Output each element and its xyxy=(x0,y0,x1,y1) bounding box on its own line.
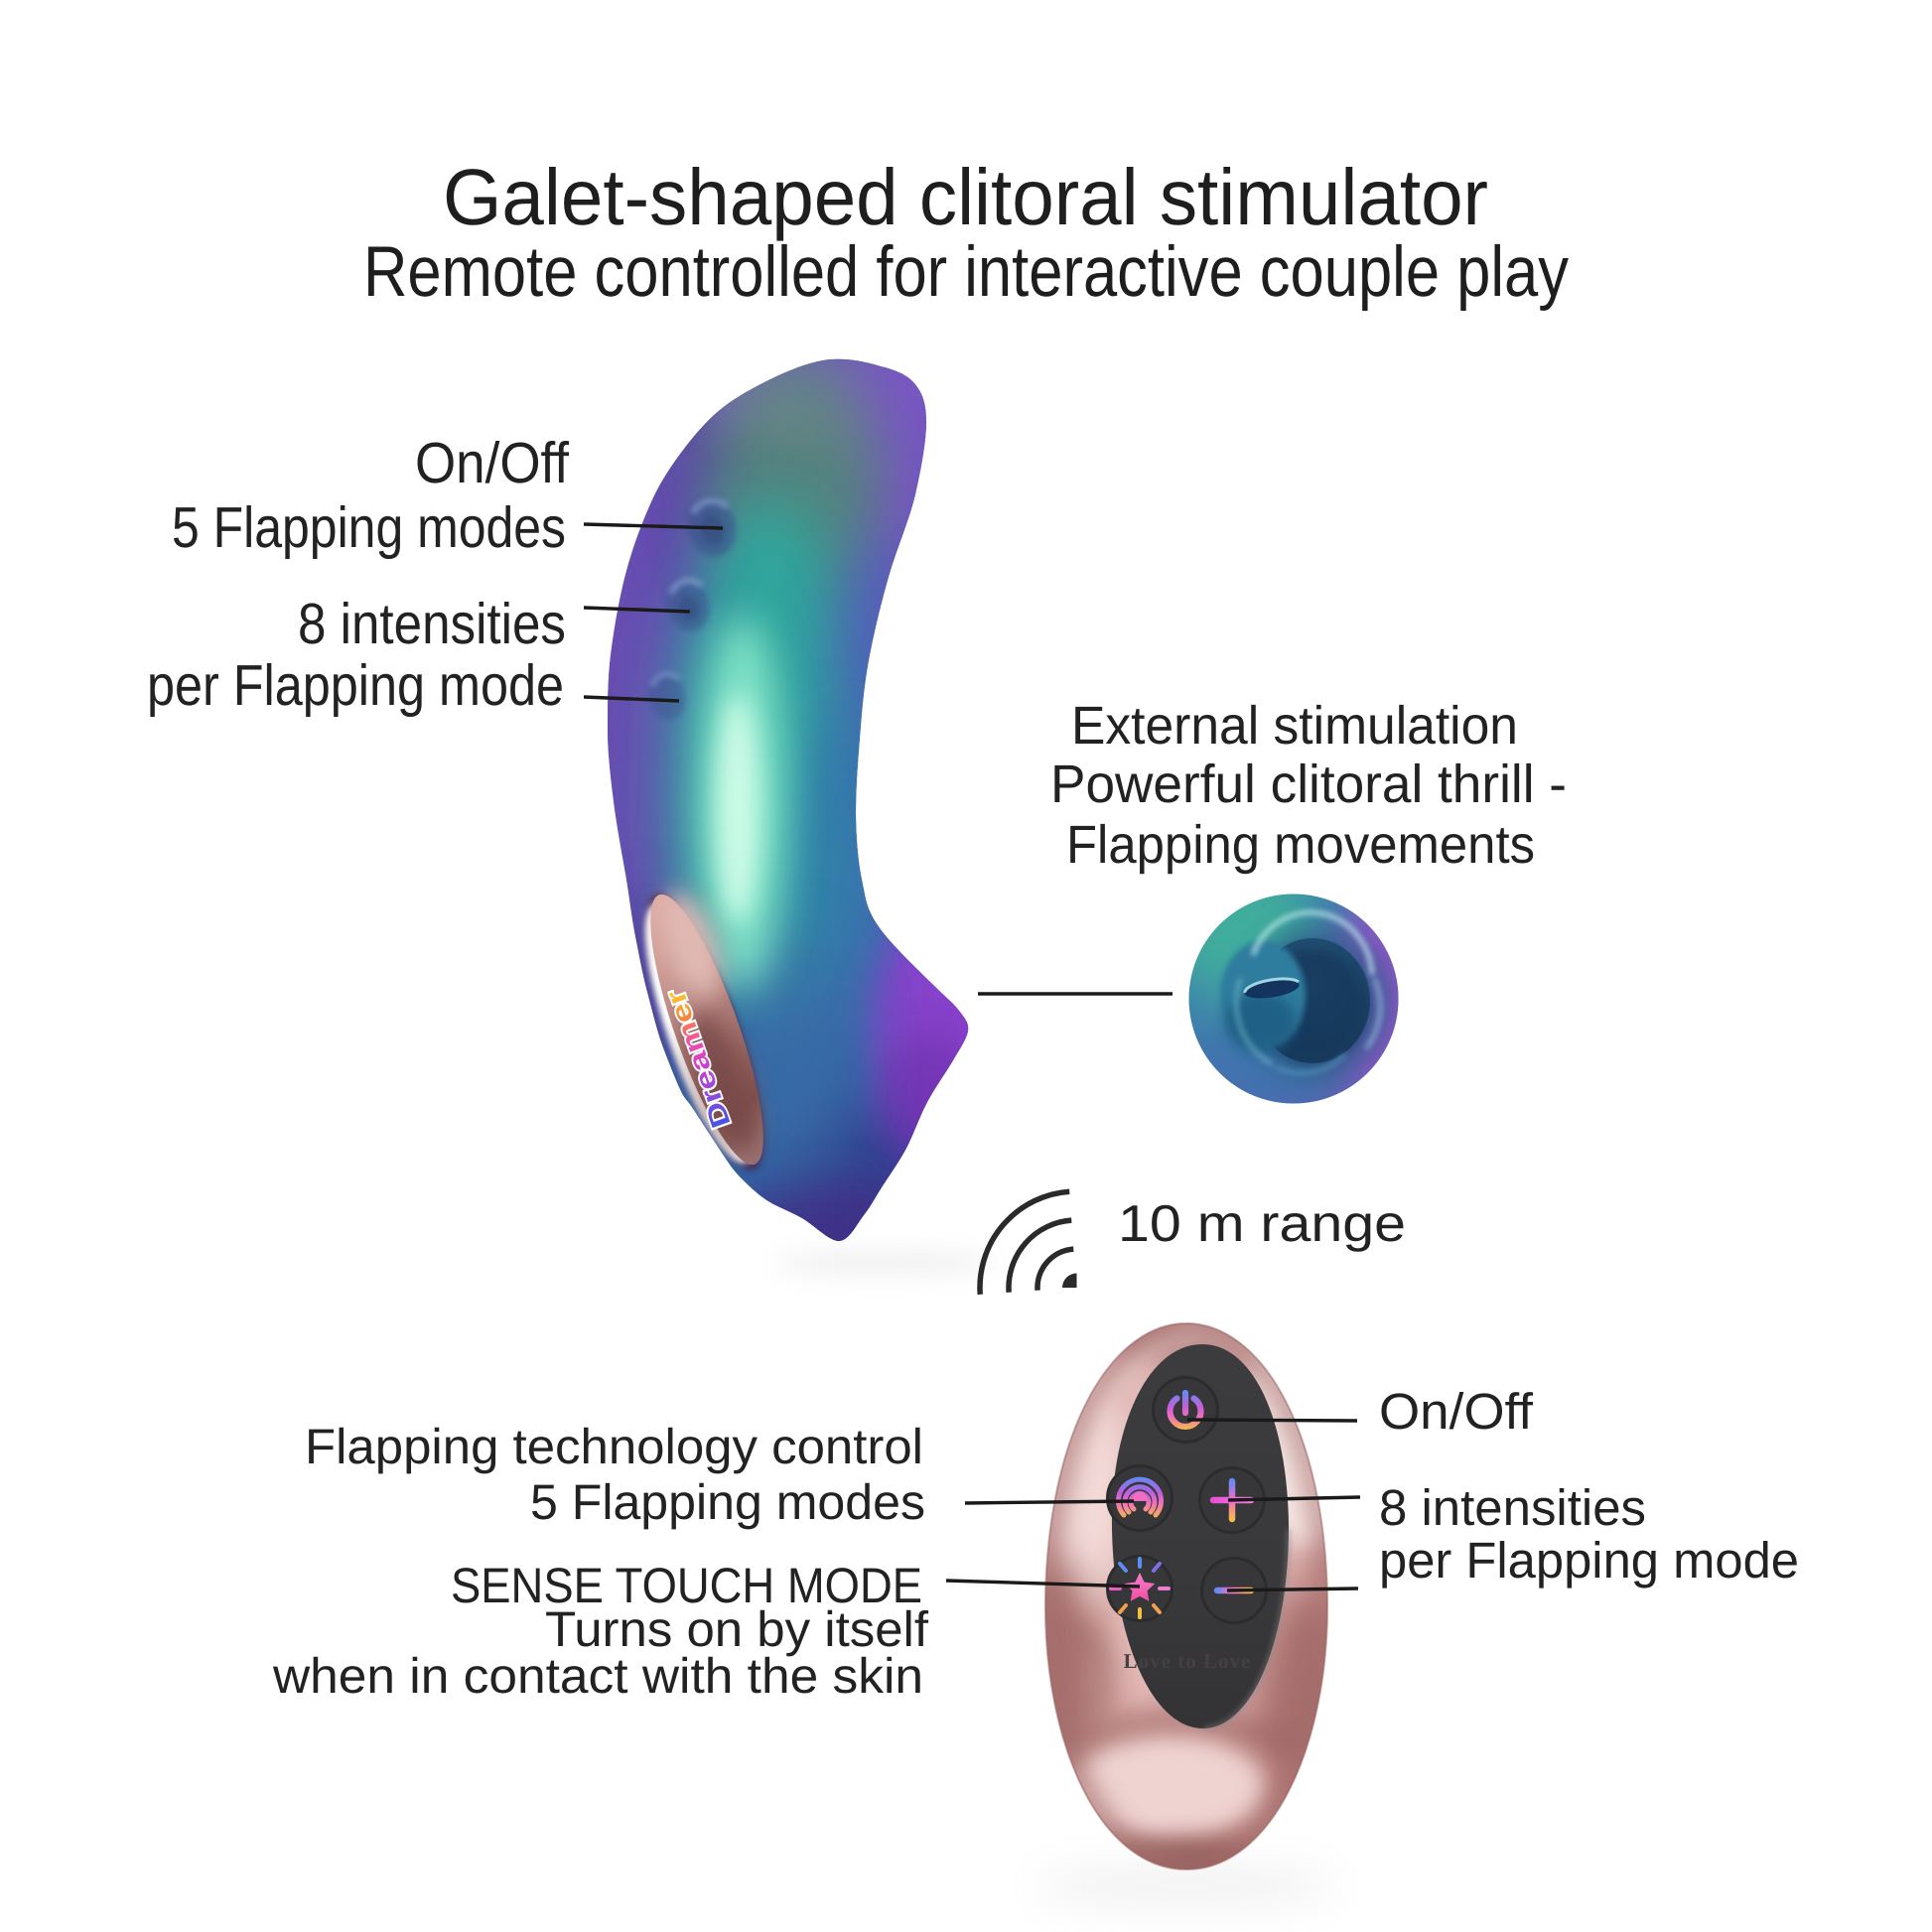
svg-text:Love to Love: Love to Love xyxy=(1124,1649,1252,1673)
svg-text:per Flapping mode: per Flapping mode xyxy=(1379,1532,1799,1588)
svg-text:8 intensities: 8 intensities xyxy=(298,592,566,656)
svg-text:10 m range: 10 m range xyxy=(1118,1195,1406,1253)
svg-text:External stimulation: External stimulation xyxy=(1071,696,1518,756)
svg-text:when in contact with the skin: when in contact with the skin xyxy=(272,1648,923,1704)
svg-text:5 Flapping modes: 5 Flapping modes xyxy=(530,1474,925,1530)
svg-text:8 intensities: 8 intensities xyxy=(1379,1479,1646,1536)
svg-text:SENSE TOUCH MODE: SENSE TOUCH MODE xyxy=(451,1558,922,1613)
svg-text:Galet-shaped clitoral stimulat: Galet-shaped clitoral stimulator xyxy=(443,153,1488,241)
svg-text:Turns on by itself: Turns on by itself xyxy=(545,1601,928,1657)
svg-text:On/Off: On/Off xyxy=(415,431,570,495)
svg-text:Flapping technology control: Flapping technology control xyxy=(305,1419,923,1474)
svg-text:On/Off: On/Off xyxy=(1379,1383,1534,1440)
svg-text:Remote controlled for interact: Remote controlled for interactive couple… xyxy=(363,232,1569,312)
svg-text:Powerful clitoral thrill -: Powerful clitoral thrill - xyxy=(1050,755,1567,814)
svg-text:Flapping movements: Flapping movements xyxy=(1066,815,1535,875)
svg-text:5 Flapping modes: 5 Flapping modes xyxy=(172,495,566,560)
svg-text:per Flapping mode: per Flapping mode xyxy=(147,653,564,718)
